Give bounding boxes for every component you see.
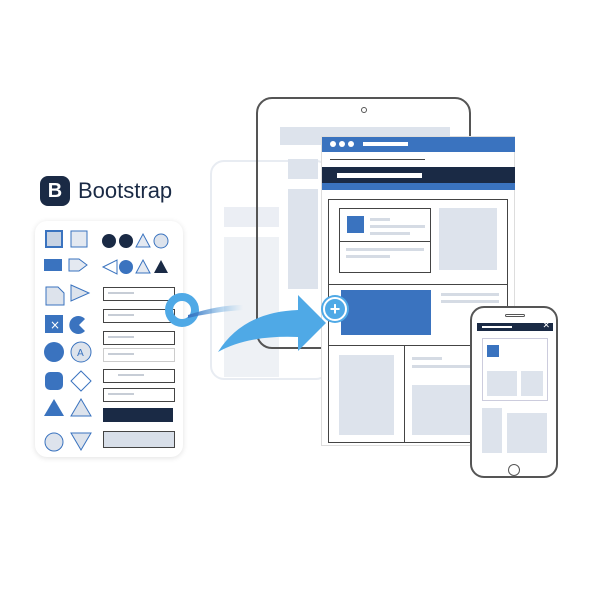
trapezoid-icon <box>45 286 65 306</box>
phone-frame: ✕ <box>470 306 558 478</box>
text-input[interactable] <box>103 388 175 402</box>
close-box-icon <box>45 315 63 333</box>
svg-text:A: A <box>77 348 84 359</box>
browser-titlebar <box>322 137 515 152</box>
close-circle-icon <box>44 342 64 362</box>
drag-arrow-icon <box>165 293 326 352</box>
component-palette: × A <box>35 221 183 457</box>
palette-icons: × A <box>44 230 92 452</box>
camera-icon <box>361 107 367 113</box>
home-button[interactable] <box>508 464 520 476</box>
pacman-icon <box>69 316 85 334</box>
brand-name: Bootstrap <box>78 178 173 203</box>
navbar <box>322 167 515 183</box>
puzzle-icon <box>44 259 62 271</box>
browser-window <box>321 136 515 446</box>
light-button[interactable] <box>103 431 175 448</box>
shape-row-2 <box>101 258 168 275</box>
phone-navbar: ✕ <box>477 320 553 331</box>
text-input[interactable] <box>103 309 175 323</box>
checkbox-input[interactable] <box>103 369 175 383</box>
triangle-blue <box>44 399 64 416</box>
text-input[interactable] <box>103 331 175 345</box>
stop-icon <box>45 372 63 390</box>
arrow-right-icon <box>68 258 88 272</box>
shape-row <box>102 232 169 249</box>
svg-text:×: × <box>50 318 60 332</box>
play-icon <box>70 284 91 302</box>
text-input[interactable] <box>103 287 175 301</box>
triangle-gray <box>70 398 92 417</box>
close-icon[interactable]: ✕ <box>542 320 550 330</box>
component-icon <box>45 230 63 248</box>
dark-button[interactable] <box>103 408 173 422</box>
up-circle-icon <box>44 432 64 452</box>
plus-diamond-icon <box>70 370 92 392</box>
down-triangle-icon <box>70 432 92 451</box>
bootstrap-logo-icon: B <box>40 176 70 206</box>
card <box>339 208 431 273</box>
hero-block <box>341 290 431 335</box>
brand: B Bootstrap <box>40 176 172 206</box>
image-placeholder-icon <box>439 208 497 270</box>
add-icon[interactable]: + <box>323 297 347 321</box>
card-icon <box>70 230 88 248</box>
text-input[interactable] <box>103 348 175 362</box>
a-circle-icon <box>70 341 92 363</box>
